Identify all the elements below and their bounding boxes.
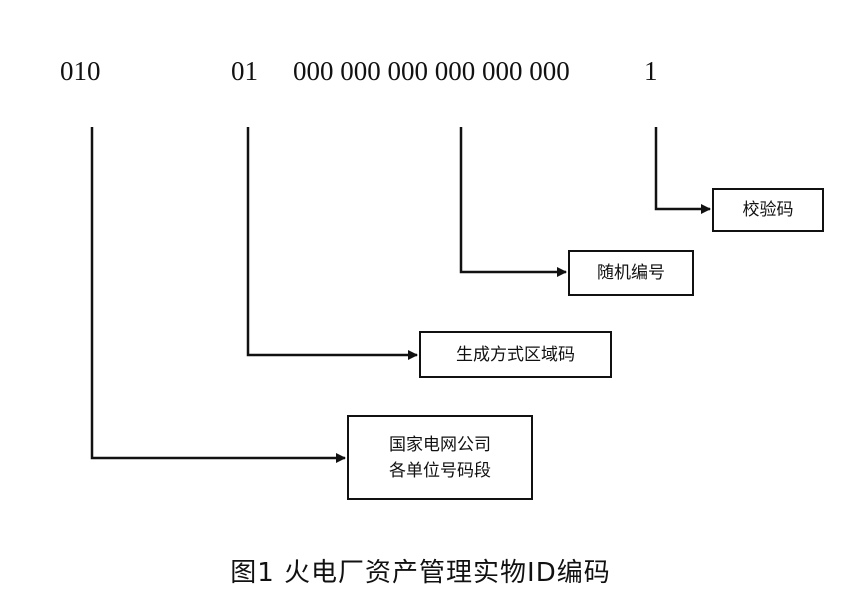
code-segment-check: 1 (644, 56, 658, 86)
code-segment-region: 01 (231, 56, 258, 86)
label-region-code: 生成方式区域码 (456, 344, 575, 365)
label-serial-number: 随机编号 (597, 263, 665, 283)
connector-check (654, 127, 711, 214)
label-box-serial-number: 随机编号 (568, 250, 694, 296)
connector-unit (90, 127, 346, 463)
code-segment-serial: 000 000 000 000 000 000 (293, 56, 570, 86)
label-check-code: 校验码 (742, 200, 794, 220)
label-unit-line1: 国家电网公司 (389, 434, 491, 455)
connector-region (246, 127, 418, 360)
figure-caption: 图1 火电厂资产管理实物ID编码 (230, 558, 611, 588)
label-box-unit-range: 国家电网公司 各单位号码段 (347, 415, 533, 500)
label-unit-line2: 各单位号码段 (389, 460, 491, 481)
connector-serial (459, 127, 567, 277)
label-box-region-code: 生成方式区域码 (419, 331, 612, 378)
code-segment-unit-prefix: 010 (60, 56, 101, 86)
label-box-check-code: 校验码 (712, 188, 824, 232)
